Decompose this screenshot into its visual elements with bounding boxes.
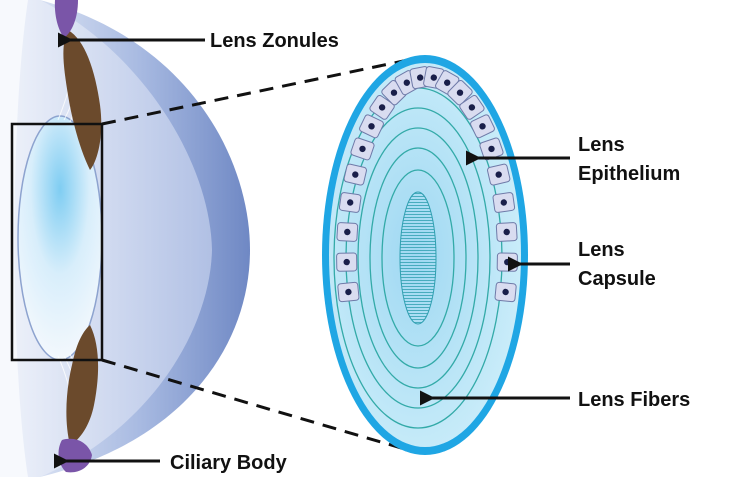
epithelial-cell bbox=[336, 222, 359, 242]
ciliary-body-upper bbox=[54, 0, 78, 38]
epithelial-cell bbox=[369, 94, 395, 120]
epithelial-cell bbox=[338, 192, 362, 213]
lens-nucleus bbox=[399, 191, 437, 325]
epithelial-cell bbox=[459, 94, 485, 120]
epithelial-cell bbox=[470, 114, 495, 139]
epithelial-cell bbox=[359, 114, 384, 139]
epithelial-cell bbox=[492, 192, 516, 213]
label-lens-fibers: Lens Fibers bbox=[578, 389, 690, 411]
label-ciliary-body: Ciliary Body bbox=[170, 452, 288, 474]
zonule-upper bbox=[63, 30, 102, 170]
lens-epithelium bbox=[336, 66, 518, 303]
label-lens-zonules: Lens Zonules bbox=[210, 30, 339, 52]
zoom-box-icon bbox=[10, 122, 104, 362]
label-lens-capsule-1: Lens bbox=[578, 239, 625, 261]
epithelial-cell bbox=[350, 137, 375, 161]
epithelial-cell bbox=[487, 163, 511, 186]
epithelial-cell bbox=[447, 80, 473, 106]
labels: Lens Zonules Lens Epithelium Lens Capsul… bbox=[170, 30, 690, 474]
epithelial-cell bbox=[479, 137, 504, 161]
epithelial-cell bbox=[337, 281, 360, 303]
epithelial-cell bbox=[495, 222, 518, 242]
enlarged-lens bbox=[322, 55, 528, 455]
label-lens-epithelium-1: Lens bbox=[578, 134, 625, 156]
epithelial-cell bbox=[496, 252, 518, 272]
epithelial-cell bbox=[494, 281, 517, 303]
eye-cross-section bbox=[0, 0, 250, 477]
label-lens-capsule-2: Capsule bbox=[578, 268, 656, 290]
epithelial-cell bbox=[343, 163, 367, 186]
zonule-lower bbox=[66, 325, 99, 445]
dashed-callout-icon bbox=[101, 58, 409, 452]
epithelial-cell bbox=[336, 252, 358, 272]
arrows bbox=[54, 32, 570, 469]
label-lens-epithelium-2: Epithelium bbox=[578, 163, 680, 185]
